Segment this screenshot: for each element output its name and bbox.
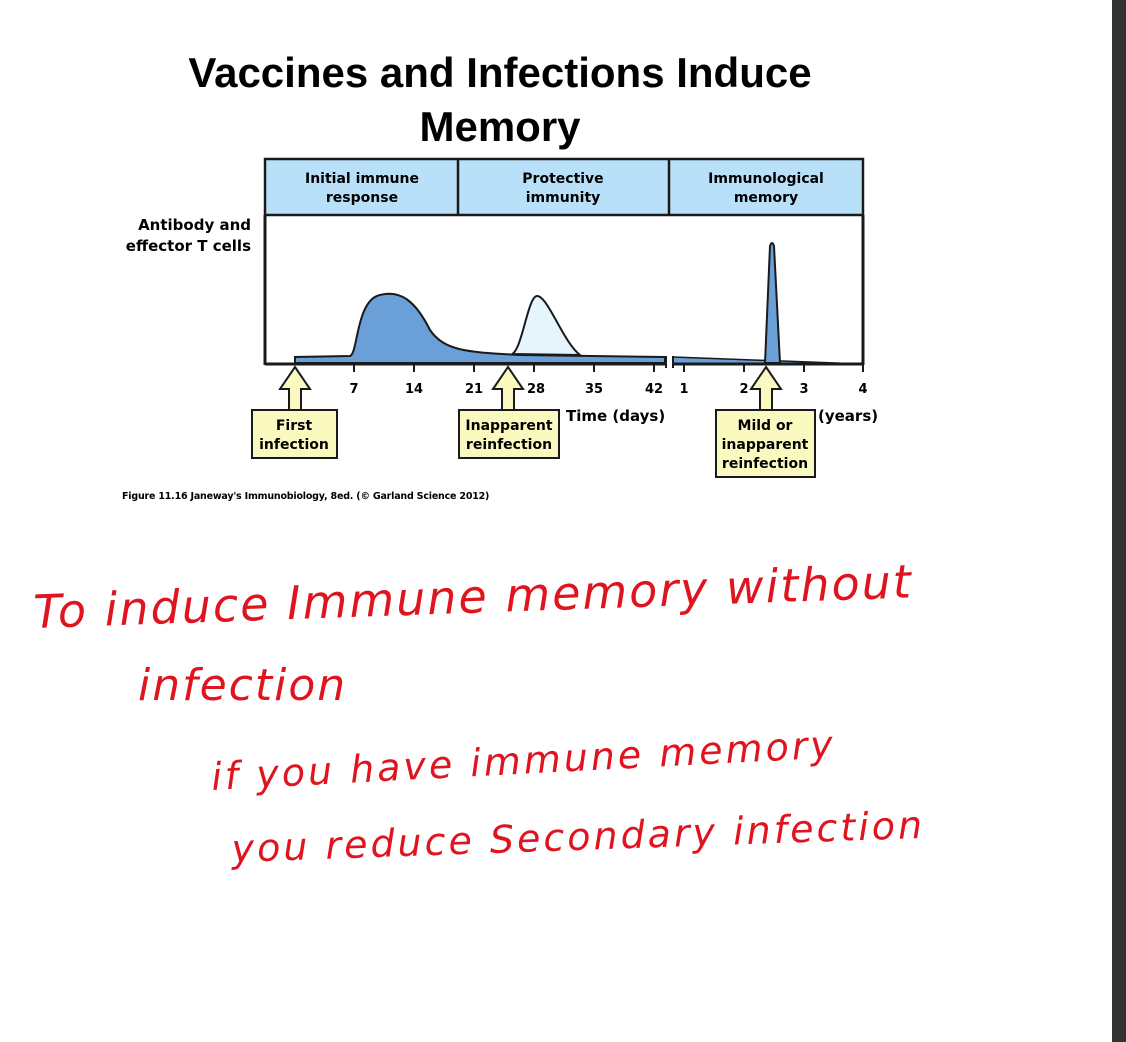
note-line-3: if you have immune memory (210, 722, 837, 799)
note-line-1: To induce Immune memory without (32, 554, 913, 639)
callout-first-infection-line-2: infection (259, 437, 329, 453)
phase-2-line-1: Protective (522, 171, 603, 187)
tick-year-1: 1 (679, 382, 688, 397)
tick-day-21: 21 (465, 382, 483, 397)
tick-year-2: 2 (739, 382, 748, 397)
reinfection-response-area (511, 294, 584, 357)
phase-3-line-1: Immunological (708, 171, 824, 187)
phase-2-line-2: immunity (526, 190, 601, 206)
immune-memory-figure: Initial immune response Protective immun… (0, 0, 1126, 520)
title-line-2: Memory (419, 103, 581, 150)
tick-day-35: 35 (585, 382, 603, 397)
phase-1-line-1: Initial immune (305, 171, 419, 187)
x-axis-label-days: Time (days) (566, 407, 665, 425)
callout-mild-reinfection: Mild or inapparent reinfection (715, 365, 816, 478)
note-line-2: infection (138, 660, 347, 711)
callout-mild-line-2: inapparent (722, 437, 809, 453)
page-title: Vaccines and Infections Induce Memory (100, 46, 900, 154)
note-line-4: you reduce Secondary infection (230, 803, 926, 871)
vertical-scrollbar[interactable] (1112, 0, 1126, 1042)
callout-inapparent-line-2: reinfection (466, 437, 552, 453)
callout-first-infection: First infection (251, 365, 338, 459)
figure-caption: Figure 11.16 Janeway's Immunobiology, 8e… (122, 491, 490, 502)
memory-response-spike (763, 242, 782, 364)
callout-inapparent-line-1: Inapparent (465, 418, 552, 434)
tick-day-14: 14 (405, 382, 423, 397)
phase-1-line-2: response (326, 190, 398, 206)
callout-mild-line-1: Mild or (738, 418, 793, 434)
y-axis-label-line-1: Antibody and (138, 216, 251, 234)
y-axis-label-line-2: effector T cells (126, 237, 251, 255)
title-line-1: Vaccines and Infections Induce (188, 49, 812, 96)
callout-mild-line-3: reinfection (722, 456, 808, 472)
tick-year-4: 4 (858, 382, 867, 397)
phase-3-line-2: memory (734, 190, 798, 206)
phase-header: Initial immune response Protective immun… (263, 157, 865, 217)
handwritten-notes: To induce Immune memory without infectio… (0, 540, 1110, 940)
tick-day-28: 28 (527, 382, 545, 397)
tick-day-42: 42 (645, 382, 663, 397)
callout-inapparent-reinfection: Inapparent reinfection (458, 365, 560, 459)
x-axis-label-years: (years) (818, 407, 878, 425)
tick-year-3: 3 (799, 382, 808, 397)
tick-day-7: 7 (349, 382, 358, 397)
primary-response-area (294, 292, 666, 364)
callout-first-infection-line-1: First (276, 418, 313, 434)
